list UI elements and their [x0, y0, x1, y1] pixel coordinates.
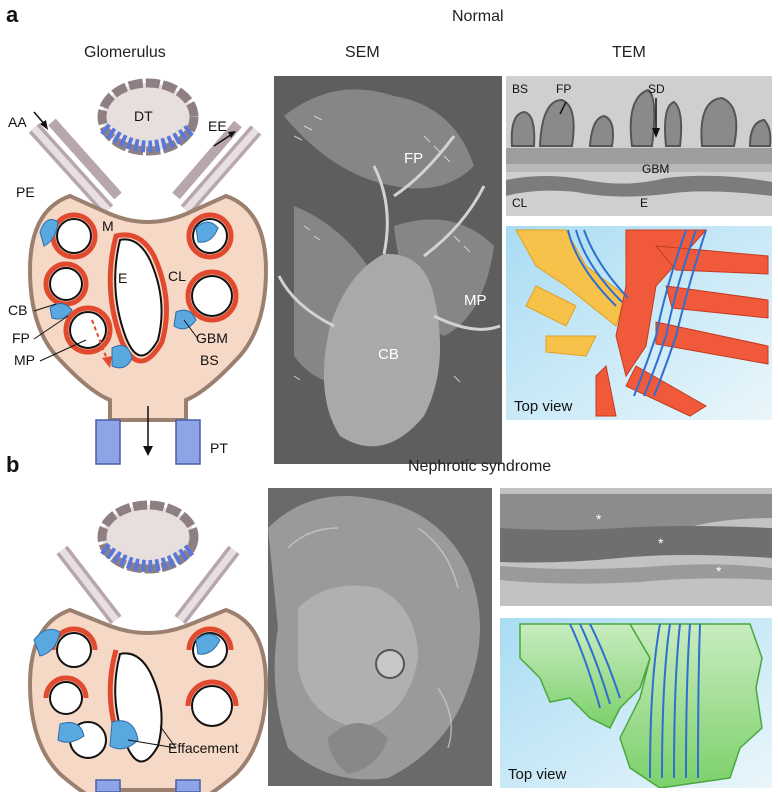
tem-label-e: E — [640, 196, 649, 210]
label-aa: AA — [8, 114, 27, 130]
label-leaders — [33, 303, 199, 362]
label-cb: CB — [8, 302, 28, 318]
label-dt: DT — [134, 108, 153, 124]
label-fp: FP — [12, 330, 30, 346]
sem-label-cb: CB — [378, 346, 399, 363]
top-view-normal — [506, 226, 772, 420]
arrow-efferent — [213, 131, 236, 147]
distal-tubule-b — [97, 500, 199, 574]
sem-label-fp: FP — [404, 150, 424, 167]
label-mp: MP — [14, 352, 35, 368]
svg-text:*: * — [658, 535, 664, 551]
sem-label-mp: MP — [464, 292, 487, 309]
panel-a-title: Normal — [452, 8, 504, 25]
tem-photo-normal — [506, 76, 772, 216]
label-gbm: GBM — [196, 330, 228, 346]
label-m: M — [102, 218, 114, 234]
label-e: E — [118, 270, 128, 286]
tem-label-cl: CL — [512, 196, 528, 210]
filtrate-arrow — [91, 319, 109, 363]
column-heading-tem: TEM — [612, 44, 646, 61]
svg-text:*: * — [716, 563, 722, 579]
top-view-nephrotic — [500, 618, 772, 788]
filtrate-arrow-head — [102, 356, 112, 368]
column-heading-glomerulus: Glomerulus — [84, 44, 166, 61]
tem-label-fp: FP — [556, 82, 572, 96]
top-view-label-normal: Top view — [514, 398, 573, 415]
panel-b-title: Nephrotic syndrome — [408, 458, 552, 475]
label-pt: PT — [210, 440, 228, 456]
effacement-leaders — [127, 725, 177, 749]
distal-tubule — [97, 78, 199, 156]
column-heading-sem: SEM — [345, 44, 380, 61]
top-view-label-nephrotic: Top view — [508, 766, 567, 783]
podocyte-cell-bodies — [39, 219, 219, 369]
svg-text:*: * — [596, 511, 602, 527]
sem-photo-normal — [274, 76, 502, 464]
tem-label-bs: BS — [512, 82, 529, 96]
proximal-tubule — [95, 406, 201, 465]
capillary-loops — [49, 218, 233, 357]
panel-b-letter: b — [6, 452, 20, 477]
label-ee: EE — [208, 118, 227, 134]
arrow-afferent — [33, 111, 48, 130]
podocyte-layer — [43, 212, 239, 364]
label-pe: PE — [16, 184, 35, 200]
tem-photo-nephrotic: * * * — [500, 488, 772, 606]
sem-photo-nephrotic — [268, 488, 492, 786]
panel-a-letter: a — [6, 2, 19, 27]
tem-label-sd: SD — [648, 82, 665, 96]
label-effacement: Effacement — [168, 740, 239, 756]
label-cl: CL — [168, 268, 186, 284]
tem-label-gbm: GBM — [642, 162, 670, 176]
afferent-arteriole — [28, 118, 122, 215]
proximal-tubule-b — [95, 779, 201, 792]
label-bs: BS — [200, 352, 219, 368]
